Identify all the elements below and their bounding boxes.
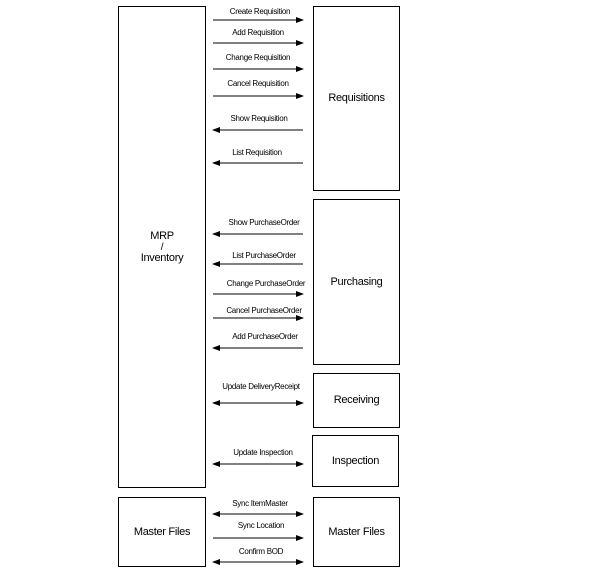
mrp-slash: / xyxy=(160,241,164,253)
receiving-label: Receiving xyxy=(333,394,380,407)
label-show-purchaseorder: Show PurchaseOrder xyxy=(228,218,300,227)
label-sync-itemmaster: Sync ItemMaster xyxy=(232,499,288,508)
label-show-requisition: Show Requisition xyxy=(230,114,288,123)
label-cancel-requisition: Cancel Requisition xyxy=(227,79,289,88)
label-change-purchaseorder: Change PurchaseOrder xyxy=(226,279,306,288)
label-update-deliveryreceipt: Update DeliveryReceipt xyxy=(222,382,300,391)
label-list-requisition: List Requisition xyxy=(232,148,282,157)
label-list-purchaseorder: List PurchaseOrder xyxy=(232,251,296,260)
master-files-right-label: Master Files xyxy=(328,525,385,538)
inspection-box: Inspection xyxy=(312,435,399,487)
label-create-requisition: Create Requisition xyxy=(229,7,291,16)
label-change-requisition: Change Requisition xyxy=(225,53,291,62)
label-confirm-bod: Confirm BOD xyxy=(238,547,284,556)
master-files-right-box: Master Files xyxy=(313,497,400,567)
label-add-purchaseorder: Add PurchaseOrder xyxy=(232,332,298,341)
inventory-label: Inventory xyxy=(140,251,184,264)
purchasing-box: Purchasing xyxy=(313,199,400,365)
master-files-left-label: Master Files xyxy=(133,525,191,538)
inspection-label: Inspection xyxy=(331,454,380,467)
master-files-left-box: Master Files xyxy=(118,497,206,567)
purchasing-label: Purchasing xyxy=(330,275,383,288)
label-add-requisition: Add Requisition xyxy=(232,28,284,37)
receiving-box: Receiving xyxy=(313,373,400,428)
requisitions-box: Requisitions xyxy=(313,6,400,191)
label-sync-location: Sync Location xyxy=(237,521,285,530)
label-update-inspection: Update Inspection xyxy=(233,448,293,457)
label-cancel-purchaseorder: Cancel PurchaseOrder xyxy=(226,306,302,315)
mrp-inventory-box: MRP / Inventory xyxy=(118,6,206,488)
mrp-label: MRP xyxy=(150,229,174,242)
requisitions-label: Requisitions xyxy=(328,92,385,105)
